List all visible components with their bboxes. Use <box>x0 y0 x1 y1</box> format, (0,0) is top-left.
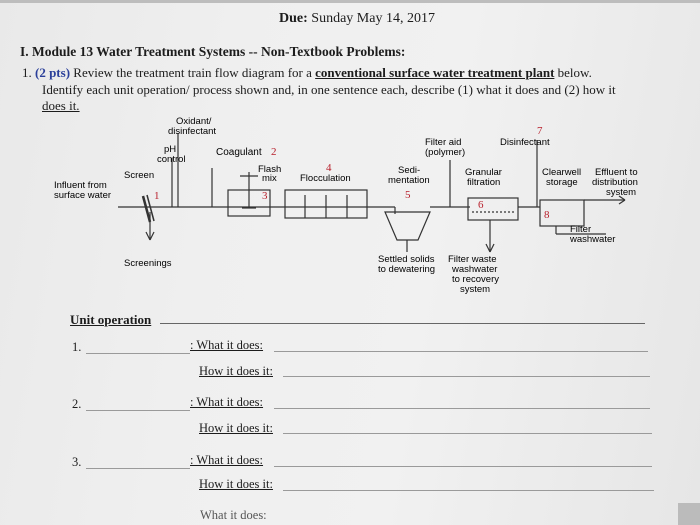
clearwell-label-1: Clearwell <box>542 167 581 178</box>
item-3-how-label: How it does it: <box>199 477 273 491</box>
question-line-1: 1. (2 pts) Review the treatment train fl… <box>22 65 592 81</box>
due-label: Due: <box>279 11 308 26</box>
question-points: (2 pts) <box>35 65 71 80</box>
sedimentation-label-1: Sedi- <box>398 165 420 176</box>
disinfectant-top-label: Disinfectant <box>500 137 550 148</box>
effluent-label-2: distribution <box>592 177 638 188</box>
item-3-what-label: : What it does: <box>190 453 264 467</box>
waste-label-1: Filter waste <box>448 254 497 265</box>
clearwell-label-2: storage <box>546 177 578 188</box>
question-text-a: Review the treatment train flow diagram … <box>73 65 312 80</box>
clearwell-tank <box>539 199 585 227</box>
mix-label: mix <box>262 173 277 184</box>
coagulant-label: Coagulant <box>216 147 262 158</box>
item-3-number: 3. <box>72 455 82 469</box>
item-1-number: 1. <box>72 340 82 354</box>
item-2-number: 2. <box>72 397 82 411</box>
coagulant-number: 2 <box>271 146 277 158</box>
number-5: 5 <box>405 189 411 201</box>
sedimentation-label-2: mentation <box>388 175 430 186</box>
top-edge <box>0 0 700 3</box>
item-2-how-label: How it does it: <box>199 421 273 435</box>
item-1-how-line[interactable] <box>283 376 650 377</box>
module-title: I. Module 13 Water Treatment Systems -- … <box>20 44 406 59</box>
number-1: 1 <box>154 190 160 202</box>
waste-label-3: to recovery <box>452 274 499 285</box>
waste-label-4: system <box>460 284 490 295</box>
flash-label: Flash <box>258 164 281 175</box>
disinfectant-label: disinfectant <box>168 126 216 137</box>
question-text-c: Identify each unit operation/ process sh… <box>42 82 474 97</box>
question-emphasis: conventional surface water treatment pla… <box>315 65 555 80</box>
effluent-label-3: system <box>606 187 636 198</box>
unit-operation-heading: Unit operation <box>70 312 152 327</box>
screen-label: Screen <box>124 170 154 181</box>
item-1-how-label: How it does it: <box>199 364 273 378</box>
item-3-how-line[interactable] <box>283 490 654 491</box>
number-6: 6 <box>478 199 484 211</box>
due-date: Due: Sunday May 14, 2017 <box>279 11 435 27</box>
item-1-what-line[interactable] <box>274 351 648 352</box>
effluent-label-1: Effluent to <box>595 167 638 178</box>
influent-label-2: surface water <box>54 190 111 201</box>
number-7: 7 <box>537 125 543 137</box>
granular-filter <box>467 197 519 221</box>
question-number: 1. <box>22 65 32 80</box>
screen-icon <box>141 195 152 223</box>
filter-aid-label-2: (polymer) <box>425 147 465 158</box>
item-3-what-line[interactable] <box>274 466 652 467</box>
granular-label-1: Granular <box>465 167 502 178</box>
screenings-label: Screenings <box>124 258 172 269</box>
question-line-3: does it. <box>42 98 80 113</box>
item-2-what-line[interactable] <box>274 408 650 409</box>
item-1-what-label: : What it does: <box>190 338 264 352</box>
treatment-train-diagram: Oxidant/ disinfectant pH control Coagula… <box>54 116 638 295</box>
question-text-d: and (2) <box>542 82 580 97</box>
number-8: 8 <box>544 209 550 221</box>
cutoff-what-label: What it does: <box>200 508 267 522</box>
question-text-b: below. <box>557 65 592 80</box>
item-1-name-line[interactable] <box>86 353 190 354</box>
sedimentation-tank <box>384 211 431 241</box>
waste-label-2: washwater <box>451 264 497 275</box>
question-line-2: Identify each unit operation/ process sh… <box>42 82 616 98</box>
number-4: 4 <box>326 162 332 174</box>
granular-label-2: filtration <box>467 177 500 188</box>
item-2-what-label: : What it does: <box>190 395 264 409</box>
filter-washwater-label-2: washwater <box>569 234 615 245</box>
settled-label-1: Settled solids <box>378 254 435 265</box>
item-2-name-line[interactable] <box>86 410 190 411</box>
ph-label: pH <box>164 144 176 155</box>
influent-label-1: Influent from <box>54 180 107 191</box>
item-2-how-line[interactable] <box>283 433 652 434</box>
flocculation-label: Flocculation <box>300 173 351 184</box>
number-3: 3 <box>262 190 268 202</box>
page-corner <box>678 503 700 525</box>
due-date-value: Sunday May 14, 2017 <box>311 11 435 26</box>
heading-rule <box>160 323 645 324</box>
question-what-it-does: what it does <box>476 82 540 97</box>
filter-aid-label-1: Filter aid <box>425 137 461 148</box>
control-label: control <box>157 154 186 165</box>
oxidant-label: Oxidant/ <box>176 116 212 127</box>
settled-label-2: to dewatering <box>378 264 435 275</box>
item-3-name-line[interactable] <box>86 468 190 469</box>
filter-washwater-label-1: Filter <box>570 224 591 235</box>
question-how-it: how it <box>582 82 616 97</box>
